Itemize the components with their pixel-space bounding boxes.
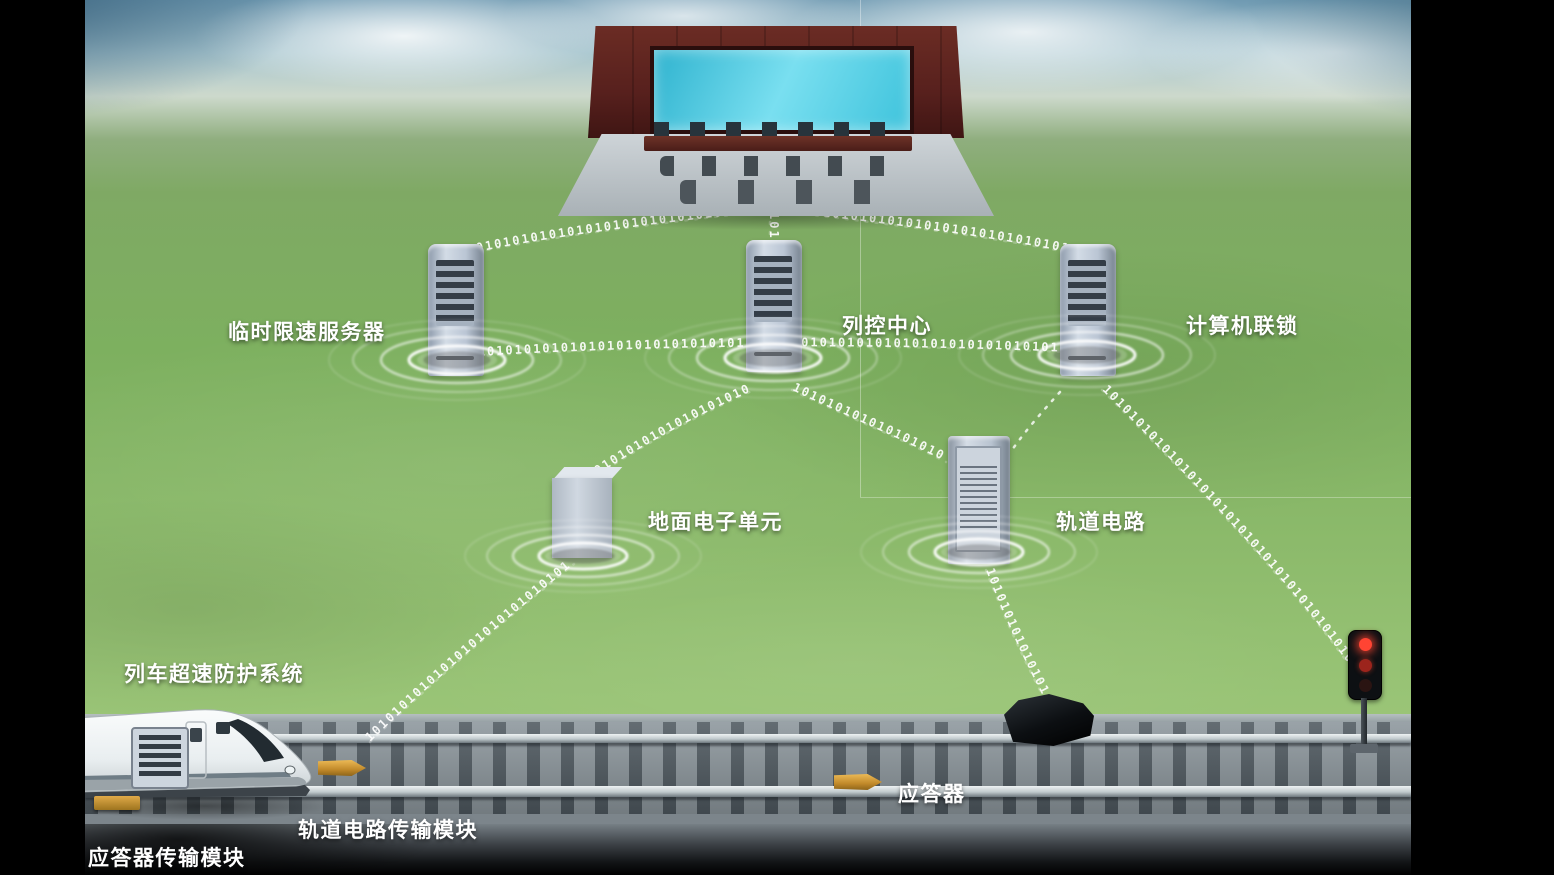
wayside-antenna-device — [1004, 694, 1094, 746]
server-vents — [754, 256, 792, 322]
server-footline — [1068, 356, 1106, 360]
server-vents — [436, 260, 474, 326]
onboard-atp-rack — [131, 727, 189, 789]
signal-off-light — [1358, 678, 1372, 692]
ballast-edge-bottom — [85, 814, 1411, 826]
foreground-ballast-shadow — [85, 824, 1411, 875]
headlight — [284, 765, 296, 775]
cabinet-vents — [960, 466, 997, 528]
high-speed-train — [78, 709, 312, 798]
leu-front-face — [552, 478, 612, 558]
balise-transmission-module-device — [94, 796, 140, 810]
rail-near — [85, 786, 1411, 797]
operator-desk — [644, 136, 912, 151]
label-atp-system: 列车超速防护系统 — [124, 663, 304, 686]
label-train-control-center: 列控中心 — [842, 315, 932, 338]
ground-electronic-unit-box — [551, 467, 623, 558]
cab-side-window — [216, 722, 230, 734]
signal-red-light — [1358, 638, 1372, 652]
letterbox-right — [1411, 0, 1554, 875]
signal-base — [1350, 744, 1378, 753]
label-ground-electronic-unit: 地面电子单元 — [648, 511, 783, 534]
signal-dim-light — [1358, 658, 1372, 672]
server-footline — [754, 352, 792, 356]
door-window — [190, 728, 202, 742]
rail-far — [85, 734, 1411, 743]
balise-device — [834, 774, 882, 790]
control-center-building — [558, 16, 994, 230]
tsr-server-tower — [428, 244, 484, 376]
control-room-display-screen — [650, 46, 914, 134]
track-circuit-cabinet — [948, 436, 1010, 564]
chair-row-front — [680, 180, 896, 204]
computer-interlocking-tower — [1060, 244, 1116, 376]
label-balise: 应答器 — [898, 783, 966, 806]
signal-head — [1348, 630, 1382, 700]
label-computer-interlocking: 计算机联锁 — [1186, 315, 1299, 338]
server-footline — [436, 356, 474, 360]
label-balise-transmission-module: 应答器传输模块 — [88, 847, 246, 870]
server-vents — [1068, 260, 1106, 326]
letterbox-left — [0, 0, 85, 875]
chair-row-back — [660, 156, 908, 176]
track-circuit-transmission-module-device — [318, 760, 366, 776]
train-control-center-tower — [746, 240, 802, 372]
train-windshield — [226, 719, 284, 762]
grid-guide-vertical — [860, 0, 861, 497]
label-tsr-server: 临时限速服务器 — [228, 321, 386, 344]
label-track-circuit-transmission-module: 轨道电路传输模块 — [298, 819, 478, 842]
monitor-row — [654, 122, 904, 137]
signal-pole — [1361, 698, 1367, 746]
grid-guide-horizontal — [860, 497, 1411, 498]
label-track-circuit: 轨道电路 — [1056, 511, 1146, 534]
wayside-signal — [1344, 630, 1396, 758]
ballast-edge-top — [85, 714, 1411, 722]
